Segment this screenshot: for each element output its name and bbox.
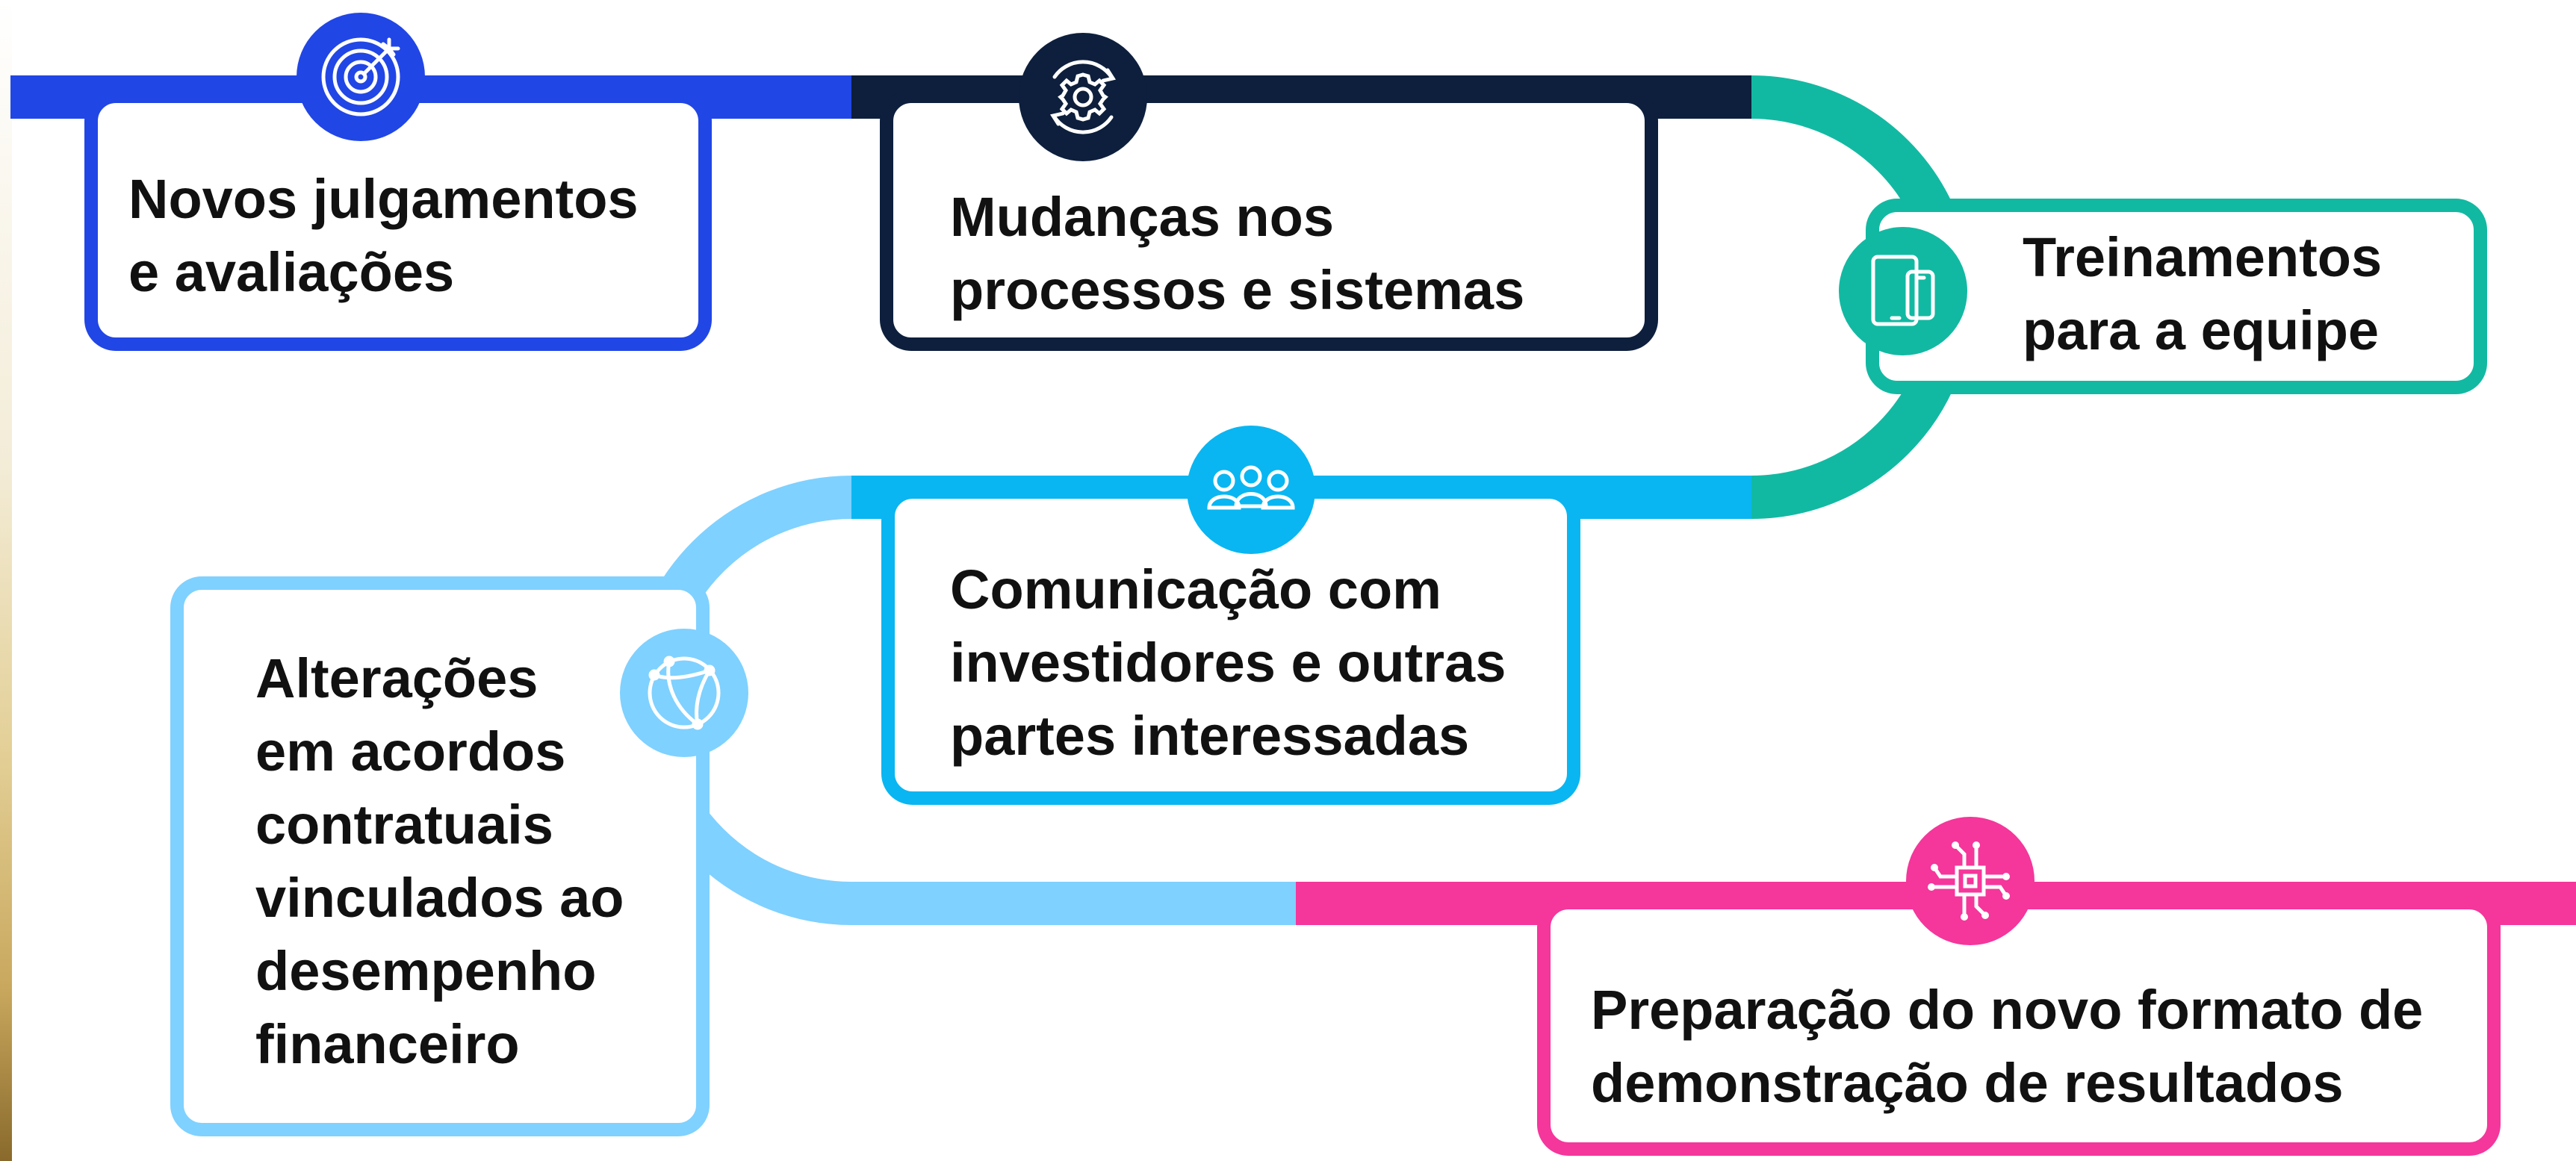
- circuit-chip-icon: [1906, 817, 2035, 945]
- target-icon: [297, 13, 425, 141]
- step-card-treinamentos: [1866, 199, 2487, 394]
- gear-icon: [1019, 33, 1147, 161]
- step-label-comunicacao: Comunicação com investidores e outras pa…: [950, 558, 1506, 767]
- step-card-novos-julgamentos: [84, 90, 712, 351]
- step-card-mudancas-processos: [880, 90, 1658, 351]
- step-label-preparacao: Preparação do novo formato de demonstraç…: [1591, 979, 2424, 1114]
- step-label-treinamentos: Treinamentos para a equipe: [2023, 226, 2383, 361]
- step-label-novos-julgamentos: Novos julgamentos e avaliações: [128, 168, 639, 303]
- left-edge-strip: [0, 0, 12, 1161]
- network-icon: [620, 629, 748, 757]
- people-icon: [1187, 426, 1315, 554]
- step-label-alteracoes: Alterações em acordos contratuais vincul…: [255, 647, 624, 1075]
- tablet-phone-icon: [1839, 227, 1967, 355]
- step-card-preparacao: [1537, 896, 2501, 1156]
- step-card-alteracoes: [170, 576, 710, 1136]
- step-label-mudancas-processos: Mudanças nos processos e sistemas: [950, 186, 1525, 321]
